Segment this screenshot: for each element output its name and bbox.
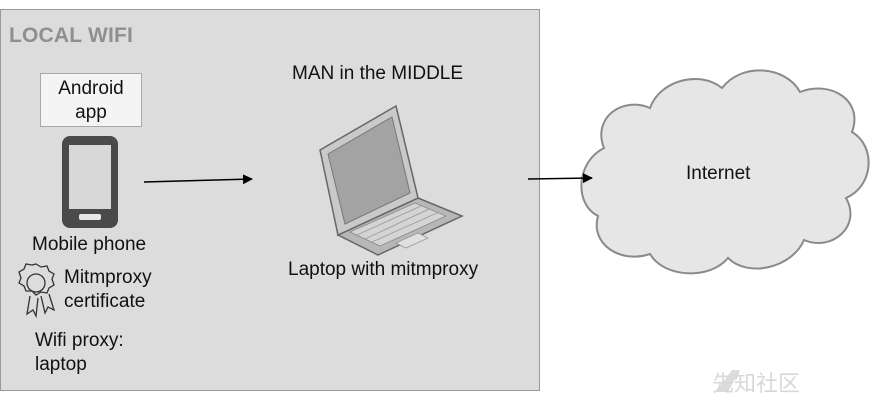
wifi-proxy-label-line1: Wifi proxy: [35, 330, 124, 351]
android-app-label: Android app [58, 78, 124, 123]
watermark-logo-icon [716, 370, 740, 392]
certificate-icon [18, 263, 56, 319]
laptop-to-internet-arrow [527, 173, 593, 184]
android-app-box: Android app [40, 73, 142, 127]
laptop-label: Laptop with mitmproxy [288, 259, 479, 280]
phone-to-laptop-arrow [143, 174, 253, 185]
internet-label: Internet [686, 163, 751, 184]
mitm-title: MAN in the MIDDLE [292, 63, 464, 84]
watermark-text: 先知社区 [712, 371, 801, 396]
certificate-label-line1: Mitmproxy [64, 267, 152, 288]
mobile-phone-icon [62, 136, 118, 228]
laptop-icon [319, 104, 464, 256]
wifi-proxy-label-line2: laptop [35, 354, 87, 375]
mobile-phone-label: Mobile phone [32, 234, 147, 255]
certificate-label-line2: certificate [64, 291, 146, 312]
internet-cloud-icon [580, 69, 870, 275]
panel-title: LOCAL WIFI [9, 24, 134, 47]
